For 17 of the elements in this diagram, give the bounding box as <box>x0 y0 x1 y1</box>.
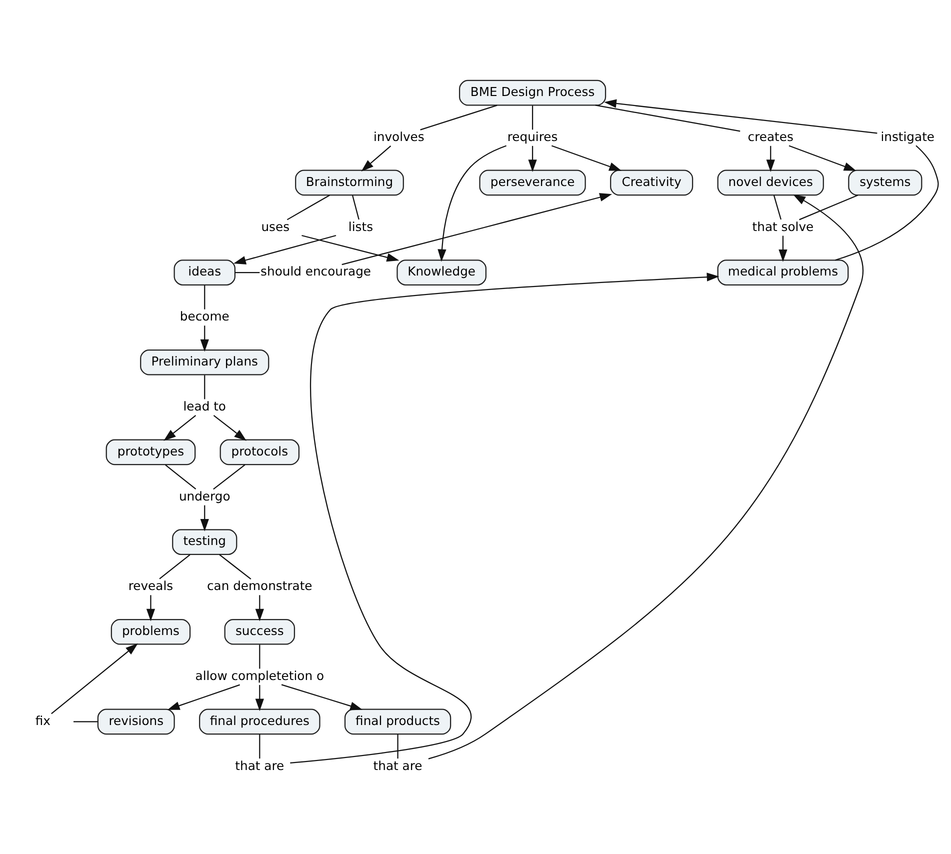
node-text: become <box>180 309 230 324</box>
node-text: creates <box>748 129 794 144</box>
node-text: uses <box>261 219 290 234</box>
node-text: fix <box>35 713 50 728</box>
node-text: reveals <box>128 578 174 593</box>
node-text: that are <box>373 758 422 772</box>
node-text: that solve <box>752 219 814 234</box>
node-text: instigate <box>880 129 935 144</box>
node-text: involves <box>373 129 424 144</box>
node-text: lead to <box>183 398 226 413</box>
node-text: can demonstrate <box>207 578 312 593</box>
node-text: allow completetion o <box>195 668 324 682</box>
node-text: that are <box>235 758 284 772</box>
node-text: undergo <box>178 488 230 503</box>
node-text: requires <box>507 129 558 144</box>
node-text: should encourage <box>260 264 372 278</box>
node-text: lists <box>348 219 374 234</box>
